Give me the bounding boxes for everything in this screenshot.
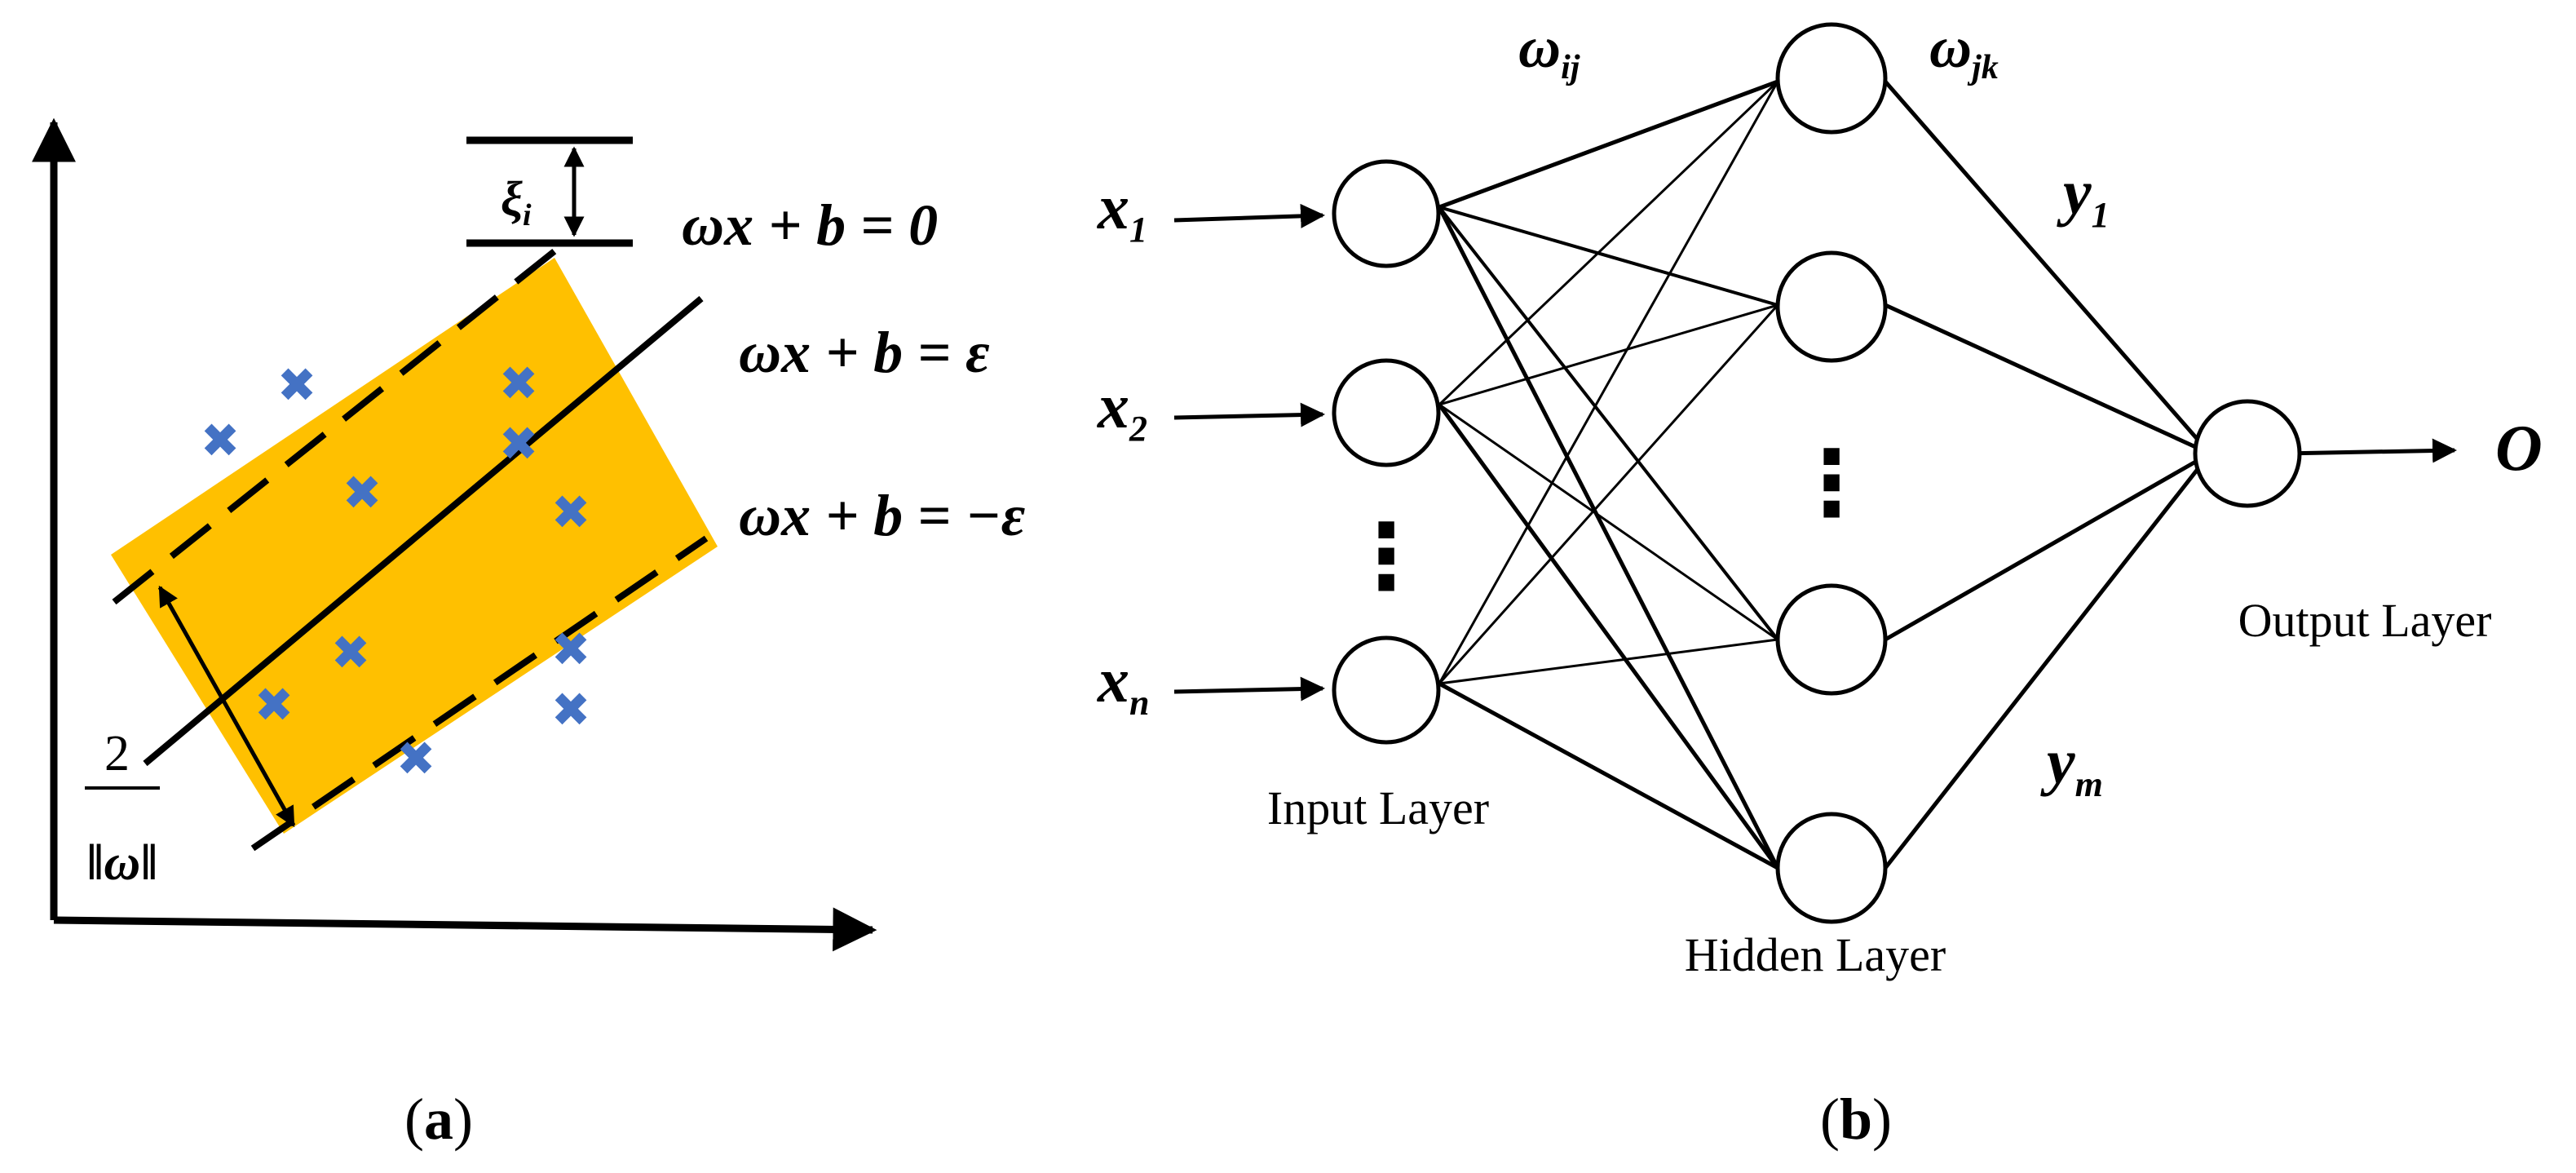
- panel-b-caption: (b): [1820, 1087, 1892, 1152]
- input-arrow-x1: [1173, 203, 1325, 228]
- data-point: ✖: [551, 622, 591, 677]
- input-node: [1332, 358, 1441, 467]
- x-axis: [53, 907, 877, 952]
- margin-denominator: ‖ω‖: [86, 835, 158, 891]
- input-label-x1: x1: [1097, 171, 1147, 250]
- connection: [1437, 206, 1780, 870]
- data-point: ✖: [499, 356, 539, 411]
- margin-numerator: 2: [104, 726, 130, 781]
- hidden-output-label-ym: ym: [2040, 726, 2103, 804]
- connection: [1884, 80, 2211, 455]
- slack-xi-label: ξi: [501, 172, 532, 232]
- output-symbol: O: [2495, 413, 2543, 485]
- data-point: ✖: [551, 485, 591, 540]
- connection: [1438, 80, 1779, 406]
- hidden-node: [1775, 22, 1888, 135]
- equation-hyperplane: ωx + b = 0: [682, 193, 938, 258]
- hidden-node: [1775, 250, 1888, 363]
- connection: [1884, 452, 2211, 870]
- input-nodes: [1332, 159, 1441, 745]
- data-point: ✖: [201, 413, 241, 468]
- hidden-nodes: [1775, 22, 1888, 924]
- connection: [1437, 403, 1780, 870]
- connection: [1438, 681, 1779, 870]
- hidden-output-connections: [1884, 80, 2211, 870]
- output-node: [2193, 399, 2302, 508]
- weight-jk-label: ωjk: [1929, 15, 1999, 86]
- hidden-ellipsis: ⋮: [1787, 431, 1876, 535]
- hidden-layer-label: Hidden Layer: [1685, 928, 1946, 981]
- input-hidden-connections: [1437, 79, 1780, 870]
- lower-margin-line: [250, 535, 709, 852]
- output-arrow: [2282, 438, 2457, 463]
- equation-upper-epsilon: ωx + b = ε: [739, 320, 990, 385]
- connection: [1884, 451, 2211, 642]
- data-point: ✖: [277, 357, 317, 413]
- connection: [1438, 304, 1779, 684]
- hidden-node: [1775, 583, 1888, 696]
- panel-b-neural-network: ⋮ ⋮ ωij ωjk x1 x2 xn y1 ym O Input Layer…: [1097, 15, 2543, 1152]
- data-point: ✖: [551, 682, 591, 737]
- panel-a-caption: (a): [404, 1087, 473, 1152]
- data-points: ✖ ✖ ✖ ✖ ✖ ✖ ✖ ✖ ✖ ✖ ✖: [201, 356, 591, 786]
- input-layer-label: Input Layer: [1267, 781, 1489, 834]
- input-arrow-x2: [1173, 402, 1325, 427]
- connection: [1438, 303, 1778, 406]
- connection: [1438, 206, 1778, 307]
- connection: [1884, 303, 2211, 456]
- data-point: ✖: [331, 625, 371, 680]
- weight-ij-label: ωij: [1518, 15, 1580, 86]
- connection: [1438, 81, 1779, 684]
- hidden-node: [1775, 812, 1888, 924]
- equation-lower-epsilon: ωx + b = −ε: [739, 483, 1025, 548]
- connection: [1438, 403, 1778, 641]
- margin-width-arrow: [157, 585, 296, 828]
- input-label-xn: xn: [1097, 644, 1149, 723]
- connection: [1438, 206, 1779, 641]
- upper-margin-line: [112, 241, 565, 605]
- connection: [1438, 638, 1778, 685]
- input-node: [1332, 159, 1441, 268]
- data-point: ✖: [499, 416, 539, 471]
- data-point: ✖: [396, 731, 436, 786]
- input-node: [1332, 635, 1441, 745]
- output-layer-label: Output Layer: [2238, 594, 2492, 647]
- input-arrow-xn: [1173, 676, 1325, 702]
- input-ellipsis: ⋮: [1341, 504, 1431, 609]
- input-label-x2: x2: [1097, 370, 1147, 449]
- connection: [1438, 79, 1778, 210]
- data-point: ✖: [254, 677, 294, 733]
- data-point: ✖: [342, 465, 382, 520]
- panel-a-svr-diagram: ξi 2 ‖ω‖ ωx + b = 0 ωx + b = ε ωx + b = …: [32, 117, 1025, 1152]
- hidden-output-label-y1: y1: [2057, 157, 2110, 235]
